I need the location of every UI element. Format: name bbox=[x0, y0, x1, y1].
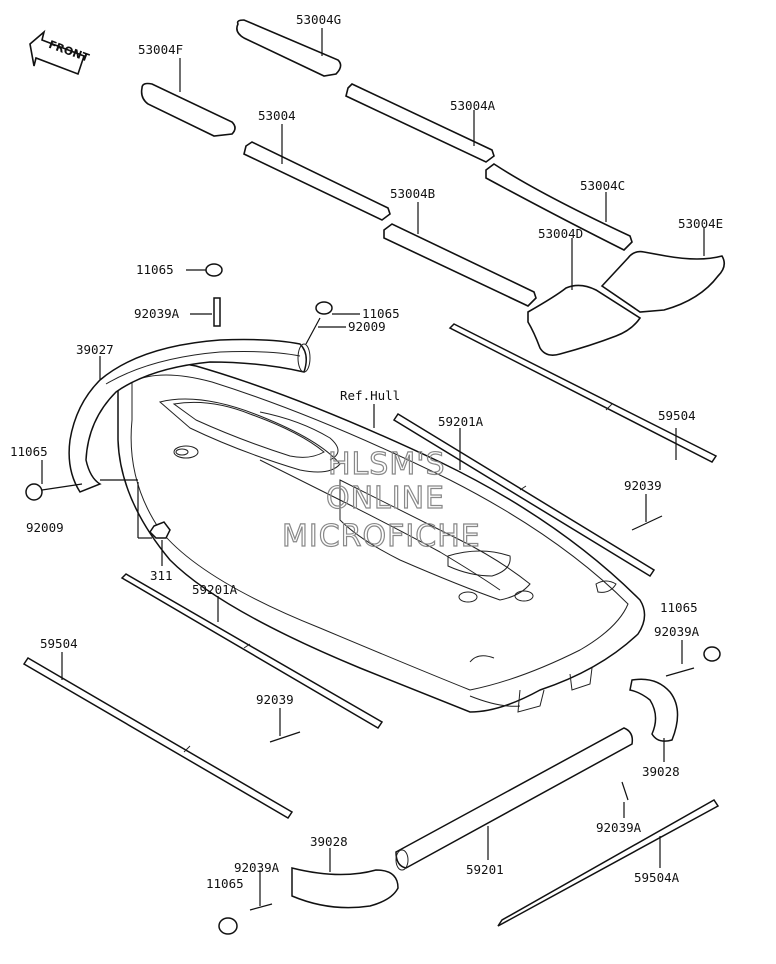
mat-53004B bbox=[383, 223, 537, 307]
watermark: HLSM'S ONLINE MICROFICHE bbox=[281, 446, 481, 554]
mat-53004 bbox=[243, 141, 391, 221]
trim-59201A-right bbox=[392, 412, 656, 578]
part-labels: 53004G 53004F 53004A 53004 53004C 53004B… bbox=[10, 12, 723, 891]
mat-53004E bbox=[600, 250, 726, 313]
label-92039A-right: 92039A bbox=[654, 624, 700, 639]
label-59504A: 59504A bbox=[634, 870, 680, 885]
rub-rail-59504A bbox=[497, 799, 720, 927]
cap-11065-bottom bbox=[218, 917, 238, 935]
screw-92009-mid bbox=[305, 317, 321, 345]
screw-92009-left bbox=[41, 483, 83, 491]
label-53004G: 53004G bbox=[296, 12, 341, 27]
label-92039-right: 92039 bbox=[624, 478, 662, 493]
label-11065-top: 11065 bbox=[136, 262, 174, 277]
rivet-92039A-top bbox=[213, 297, 221, 327]
label-92009-left: 92009 bbox=[26, 520, 64, 535]
label-53004C: 53004C bbox=[580, 178, 625, 193]
label-39028-bottom: 39028 bbox=[310, 834, 348, 849]
label-59504-right: 59504 bbox=[658, 408, 696, 423]
mat-53004C bbox=[485, 163, 633, 251]
rivet-92039-left bbox=[269, 731, 301, 743]
watermark-line-3: MICROFICHE bbox=[282, 519, 481, 554]
trim-59201A-left bbox=[120, 573, 384, 730]
rivet-92039A-bottom bbox=[621, 781, 629, 801]
label-53004E: 53004E bbox=[678, 216, 723, 231]
label-11065-left: 11065 bbox=[10, 444, 48, 459]
cap-11065-mid bbox=[315, 301, 333, 315]
label-ref-hull: Ref.Hull bbox=[340, 388, 400, 403]
label-92009-mid: 92009 bbox=[348, 319, 386, 334]
cap-11065-left bbox=[25, 483, 43, 501]
label-92039A-top: 92039A bbox=[134, 306, 180, 321]
mat-53004G bbox=[236, 19, 342, 77]
label-53004: 53004 bbox=[258, 108, 296, 123]
label-59201A-right: 59201A bbox=[438, 414, 484, 429]
cap-11065-top bbox=[205, 263, 223, 277]
label-59504-left: 59504 bbox=[40, 636, 78, 651]
label-311: 311 bbox=[150, 568, 173, 583]
rivet-92039A-right bbox=[665, 667, 695, 677]
label-11065-right: 11065 bbox=[660, 600, 698, 615]
label-39027: 39027 bbox=[76, 342, 114, 357]
leader-lines bbox=[41, 28, 705, 906]
rub-rail-59504-right bbox=[448, 323, 718, 463]
watermark-line-2: ONLINE bbox=[326, 481, 445, 516]
rivet-92039A-botleft bbox=[249, 903, 273, 911]
nut-311 bbox=[149, 521, 171, 539]
cap-11065-right bbox=[703, 646, 721, 662]
label-92039-left: 92039 bbox=[256, 692, 294, 707]
label-92039A-bottom: 92039A bbox=[596, 820, 642, 835]
trim-59201 bbox=[395, 727, 634, 871]
mat-53004A bbox=[345, 83, 495, 163]
bumper-39027 bbox=[68, 338, 311, 493]
front-arrow-icon: FRONT bbox=[29, 29, 91, 76]
label-11065-mid: 11065 bbox=[362, 306, 400, 321]
label-53004D: 53004D bbox=[538, 226, 583, 241]
label-53004F: 53004F bbox=[138, 42, 183, 57]
bumper-39028-right bbox=[629, 678, 679, 742]
hull bbox=[117, 360, 646, 713]
watermark-line-1: HLSM'S bbox=[328, 447, 446, 482]
rub-rail-59504-left bbox=[22, 656, 294, 820]
mat-53004F bbox=[140, 82, 236, 137]
bumper-39028-bottom bbox=[291, 867, 399, 909]
rivet-92039-right bbox=[631, 515, 663, 531]
label-53004B: 53004B bbox=[390, 186, 435, 201]
label-92039A-botleft: 92039A bbox=[234, 860, 280, 875]
label-59201A-left: 59201A bbox=[192, 582, 238, 597]
label-59201: 59201 bbox=[466, 862, 504, 877]
label-39028-right: 39028 bbox=[642, 764, 680, 779]
label-11065-bottom: 11065 bbox=[206, 876, 244, 891]
mat-53004D bbox=[527, 284, 642, 356]
label-53004A: 53004A bbox=[450, 98, 496, 113]
